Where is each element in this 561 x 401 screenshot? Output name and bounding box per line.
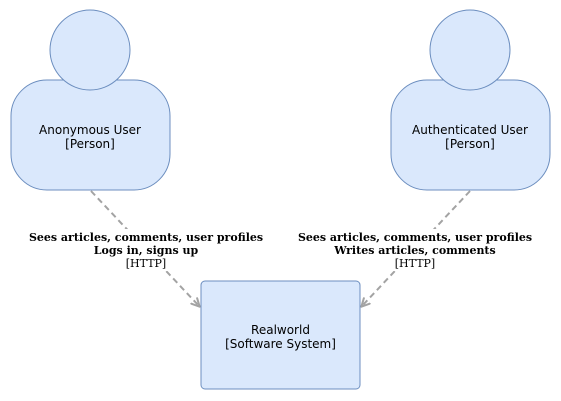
person-head [429, 9, 511, 91]
edge-label-line2: Writes articles, comments [333, 244, 495, 257]
edge-label-tech: [HTTP] [126, 257, 166, 270]
edge-authenticated-to-realworld [360, 190, 471, 308]
edge-label-bg [291, 229, 539, 271]
edge-label-line1: Sees articles, comments, user profiles [298, 231, 532, 244]
person-type: [Person] [65, 137, 115, 151]
edge-label-line1: Sees articles, comments, user profiles [29, 231, 263, 244]
person-node-authenticated-user[interactable]: Authenticated User [Person] [390, 9, 551, 191]
edge-label-bg [22, 229, 270, 271]
person-shape-icon [390, 9, 551, 191]
software-system-type: [Software System] [225, 337, 336, 351]
edge-label-anonymous: Sees articles, comments, user profiles L… [22, 229, 270, 271]
edge-label-authenticated: Sees articles, comments, user profiles W… [291, 229, 539, 271]
edge-line-anonymous [90, 190, 201, 308]
software-system-box [200, 280, 361, 390]
software-system-name: Realworld [251, 323, 310, 337]
person-shape-icon [10, 9, 171, 191]
person-head [49, 9, 131, 91]
person-node-anonymous-user[interactable]: Anonymous User [Person] [10, 9, 171, 191]
edge-line-authenticated [360, 190, 471, 308]
edge-label-tech: [HTTP] [395, 257, 435, 270]
person-name: Authenticated User [412, 123, 528, 137]
software-system-node-realworld[interactable]: Realworld [Software System] [200, 280, 361, 390]
edge-anonymous-to-realworld [90, 190, 201, 308]
edge-label-line2: Logs in, signs up [94, 244, 199, 257]
person-type: [Person] [445, 137, 495, 151]
person-name: Anonymous User [39, 123, 141, 137]
